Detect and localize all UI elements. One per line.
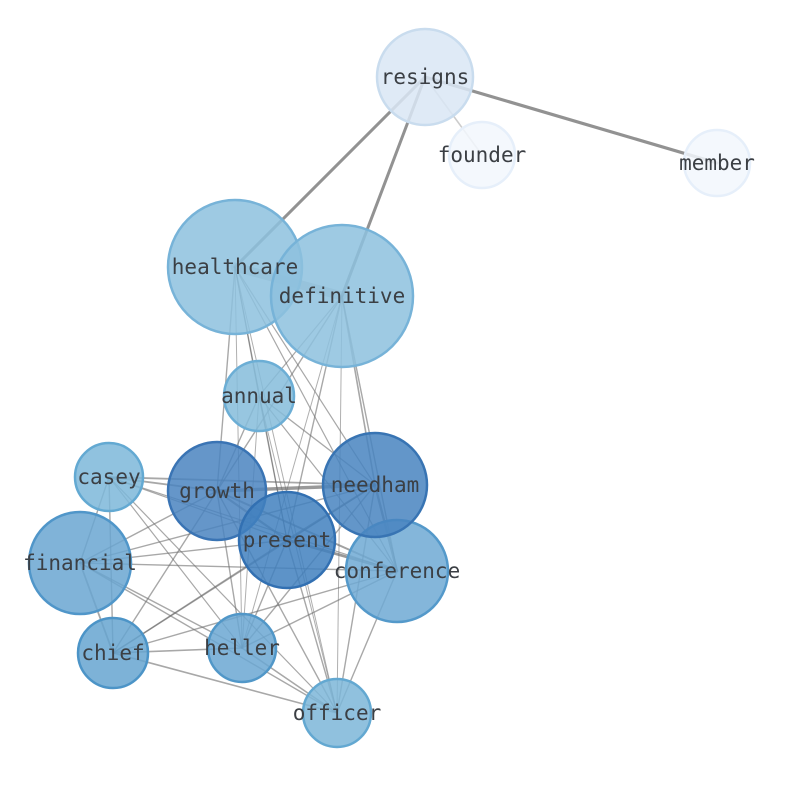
node-definitive[interactable] bbox=[269, 223, 415, 369]
node-heller[interactable] bbox=[206, 612, 278, 684]
node-member[interactable] bbox=[682, 128, 752, 198]
node-resigns[interactable] bbox=[375, 27, 475, 127]
node-financial[interactable] bbox=[27, 510, 133, 616]
node-growth[interactable] bbox=[166, 440, 268, 542]
node-present[interactable] bbox=[237, 490, 337, 590]
node-chief[interactable] bbox=[76, 616, 150, 690]
edge-casey-officer bbox=[108, 476, 338, 714]
node-annual[interactable] bbox=[222, 359, 296, 433]
node-founder[interactable] bbox=[447, 120, 517, 190]
edge-casey-heller bbox=[108, 476, 243, 649]
nodes-layer bbox=[27, 27, 752, 749]
edge-resigns-member bbox=[423, 75, 719, 165]
node-needham[interactable] bbox=[321, 431, 429, 539]
edge-chief-officer bbox=[112, 652, 338, 714]
edge-financial-conference bbox=[79, 562, 398, 572]
node-casey[interactable] bbox=[73, 441, 145, 513]
node-officer[interactable] bbox=[301, 677, 373, 749]
